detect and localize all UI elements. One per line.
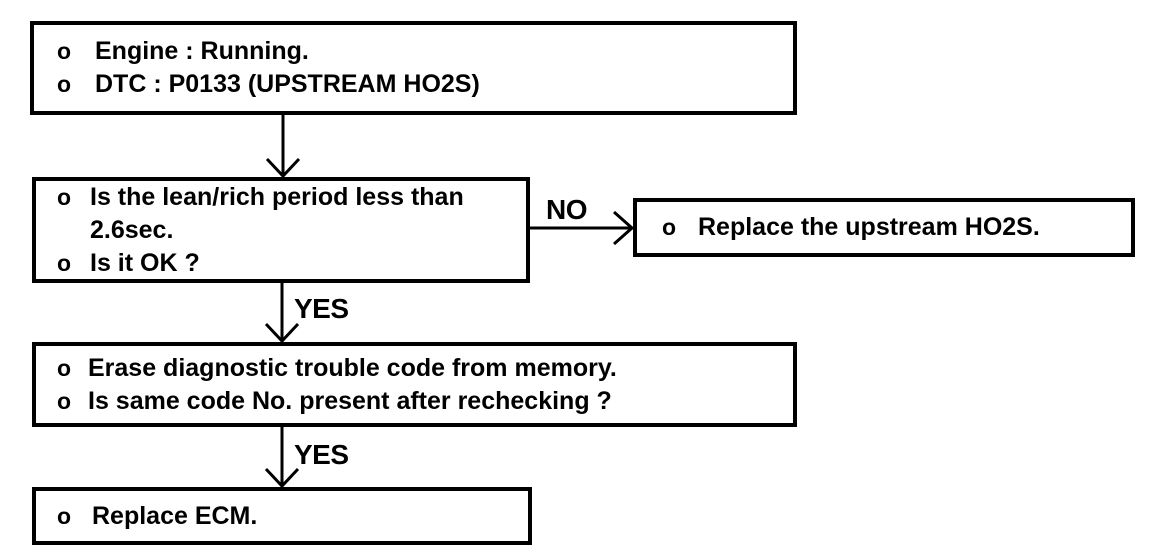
node-line-text: DTC : P0133 (UPSTREAM HO2S): [95, 70, 480, 98]
arrow-head-down-icon: [264, 322, 300, 344]
node-line-text: Replace ECM.: [92, 501, 258, 530]
arrow-head-down-icon: [264, 467, 300, 489]
bullet-marker: o: [57, 387, 72, 414]
branch-label-yes-1: YES: [294, 293, 349, 324]
node-line-text: Replace the upstream HO2S.: [698, 213, 1040, 241]
node-line: o Replace the upstream HO2S.: [662, 211, 1131, 244]
node-line-text: Erase diagnostic trouble code from memor…: [88, 353, 617, 382]
bullet-marker: o: [57, 71, 72, 97]
node-line: o Erase diagnostic trouble code from mem…: [57, 352, 793, 385]
flow-node-replace-ho2s: o Replace the upstream HO2S.: [633, 198, 1135, 257]
node-line-text: Engine : Running.: [95, 37, 309, 65]
branch-label-yes-2: YES: [294, 439, 349, 470]
bullet-marker: o: [57, 354, 72, 381]
node-line-text: Is it OK ?: [90, 248, 200, 277]
node-line-text: 2.6sec.: [90, 215, 174, 244]
node-line-text: Is same code No. present after recheckin…: [88, 386, 612, 415]
node-line: o Is the lean/rich period less than: [57, 181, 526, 214]
flow-node-replace-ecm: o Replace ECM.: [32, 487, 532, 545]
node-line: o Is it OK ?: [57, 247, 526, 280]
node-line-text: Is the lean/rich period less than: [90, 182, 464, 211]
branch-label-no: NO: [546, 194, 588, 225]
arrow-down-start-to-check: [265, 115, 301, 179]
bullet-marker: o: [57, 183, 72, 210]
bullet-marker: o: [57, 249, 72, 276]
arrow-head-down-icon: [265, 157, 301, 179]
bullet-marker: o: [57, 502, 72, 529]
arrow-head-right-icon: [613, 210, 635, 246]
flow-node-check-period: o Is the lean/rich period less than 2.6s…: [32, 177, 530, 283]
bullet-marker: o: [662, 214, 677, 240]
node-line: o Engine : Running.: [57, 35, 793, 68]
node-line: 2.6sec.: [57, 214, 526, 247]
flow-node-erase-dtc: o Erase diagnostic trouble code from mem…: [32, 342, 797, 427]
node-line: o DTC : P0133 (UPSTREAM HO2S): [57, 68, 793, 101]
node-line: o Is same code No. present after recheck…: [57, 385, 793, 418]
node-line: o Replace ECM.: [57, 500, 528, 533]
flow-node-start: o Engine : Running. o DTC : P0133 (UPSTR…: [30, 21, 797, 115]
bullet-marker: o: [57, 38, 72, 64]
